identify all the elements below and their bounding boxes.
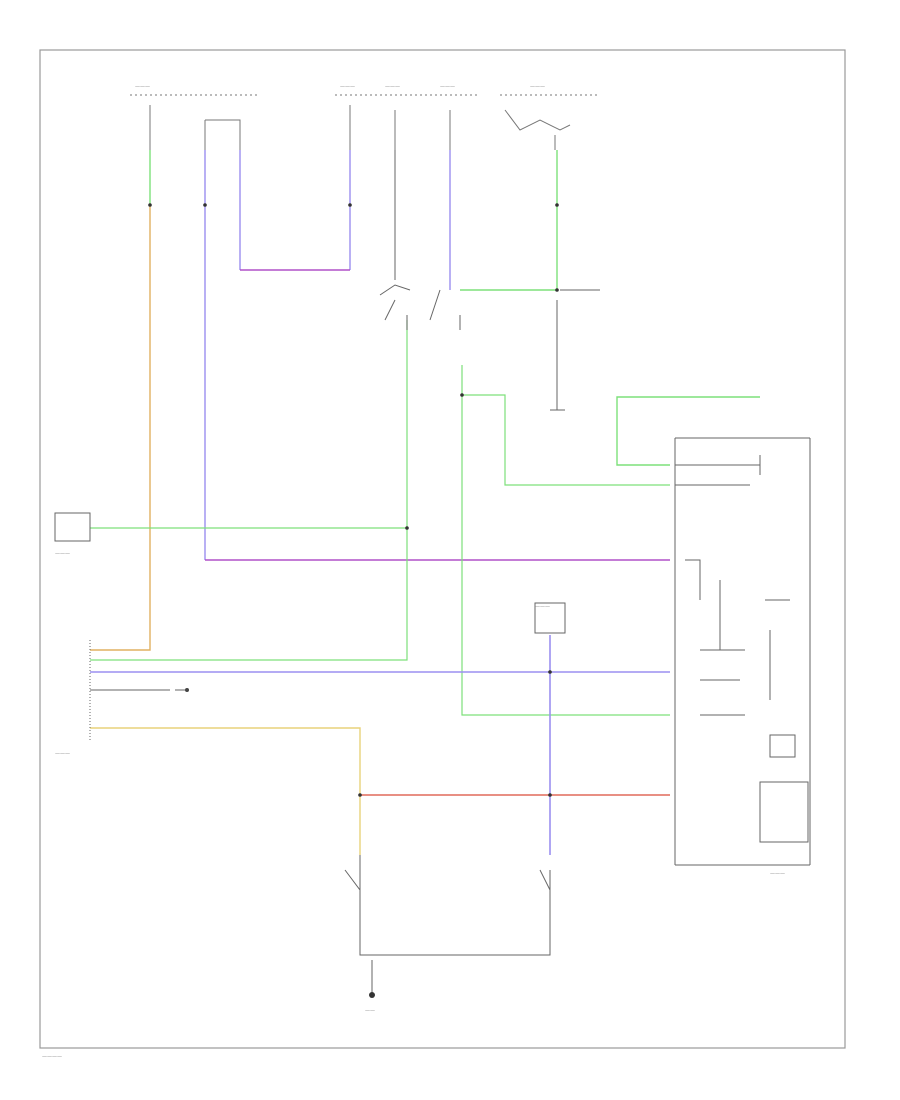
fuse-block-label-4: ——— [440,84,455,90]
wire-violet-loop [239,150,351,270]
switch-top-label: ——— [530,84,545,90]
wire-green-mid [461,365,670,716]
sensor-mid [534,602,566,634]
wire-orange-left [90,205,151,651]
wire-green-main [90,320,408,661]
corner-label: ———— [42,1054,62,1060]
fuse-block-label-2: ——— [340,84,355,90]
junction-dots [148,203,559,797]
ground-symbol [369,992,375,998]
wire-green-top-right [460,150,558,291]
diagram-frame [39,49,846,1049]
fuse-block-label-1: ——— [135,84,150,90]
gray-wiring [344,150,600,995]
left-connector-label: ——— [55,751,70,757]
ground-label: —— [365,1008,375,1014]
right-module-label: ——— [770,871,785,877]
wire-green-right [616,396,760,466]
left-module-box [54,512,91,542]
wire-yellow [90,727,361,855]
right-module [674,437,811,866]
top-connectors [130,94,600,150]
left-module-label: ——— [55,551,70,557]
sensor-mid-label: ——— [535,604,550,610]
left-connector-block [89,640,189,740]
fuse-block-label-3: ——— [385,84,400,90]
